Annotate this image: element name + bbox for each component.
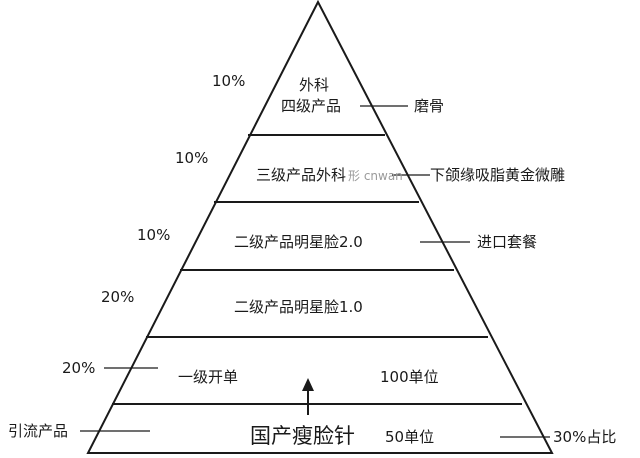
base-side-right: 30%占比: [553, 428, 617, 446]
base-price: 50单位: [385, 428, 435, 446]
level-3-annotation: 下颌缘吸脂黄金微雕: [430, 166, 566, 184]
base-side-left: 引流产品: [8, 422, 69, 440]
level-4-label-top: 外科: [299, 76, 330, 94]
level-1-price: 100单位: [380, 368, 439, 386]
level-4-percent: 10%: [212, 72, 246, 90]
level-2a-percent: 20%: [101, 288, 135, 306]
arrow-up-icon: [302, 378, 314, 391]
level-2b-percent: 10%: [137, 226, 171, 244]
level-1-percent: 20%: [62, 359, 96, 377]
level-3-label: 三级产品外科: [256, 166, 347, 184]
pyramid-outline: [86, 0, 554, 454]
level-4-label-bottom: 四级产品: [281, 97, 342, 115]
level-1-label: 一级开单: [178, 368, 239, 386]
level-2b-label: 二级产品明星脸2.0: [234, 233, 363, 251]
level-2b-annotation: 进口套餐: [477, 233, 538, 251]
level-2a-label: 二级产品明星脸1.0: [234, 298, 363, 316]
level-3-percent: 10%: [175, 149, 209, 167]
watermark-text: 形 cnwan: [348, 169, 403, 183]
base-label: 国产瘦脸针: [250, 424, 355, 448]
level-4-annotation: 磨骨: [414, 97, 445, 115]
